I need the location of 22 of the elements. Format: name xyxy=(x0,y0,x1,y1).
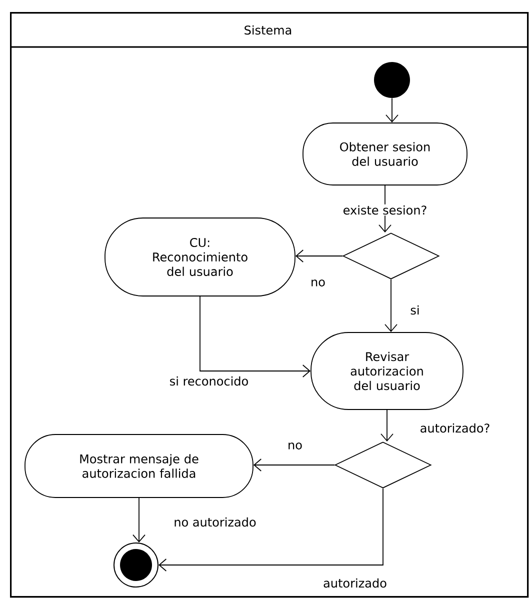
edge-label: existe sesion? xyxy=(342,204,428,216)
edge-label: autorizado xyxy=(322,577,388,589)
arrow xyxy=(200,296,311,378)
arrow xyxy=(386,98,398,123)
edge-label: no autorizado xyxy=(172,516,258,528)
arrow xyxy=(380,410,394,442)
edge-label: autorizado? xyxy=(418,422,492,434)
action-box: Revisar autorizacion del usuario xyxy=(310,332,464,410)
action-box: Mostrar mensaje de autorizacion fallida xyxy=(24,434,254,498)
action-box: Obtener sesion del usuario xyxy=(302,122,468,186)
end-node xyxy=(114,542,158,588)
edge-label: no xyxy=(310,278,326,288)
action-box: CU: Reconocimiento del usuario xyxy=(104,218,296,296)
arrow xyxy=(295,250,343,262)
start-node xyxy=(374,62,410,98)
edge-label: no xyxy=(286,442,304,450)
edge-label: si reconocido xyxy=(168,375,250,387)
arrow xyxy=(253,458,335,472)
arrow xyxy=(132,498,146,542)
arrow xyxy=(158,488,384,572)
arrow xyxy=(384,279,398,332)
edge-label: si xyxy=(409,304,421,316)
